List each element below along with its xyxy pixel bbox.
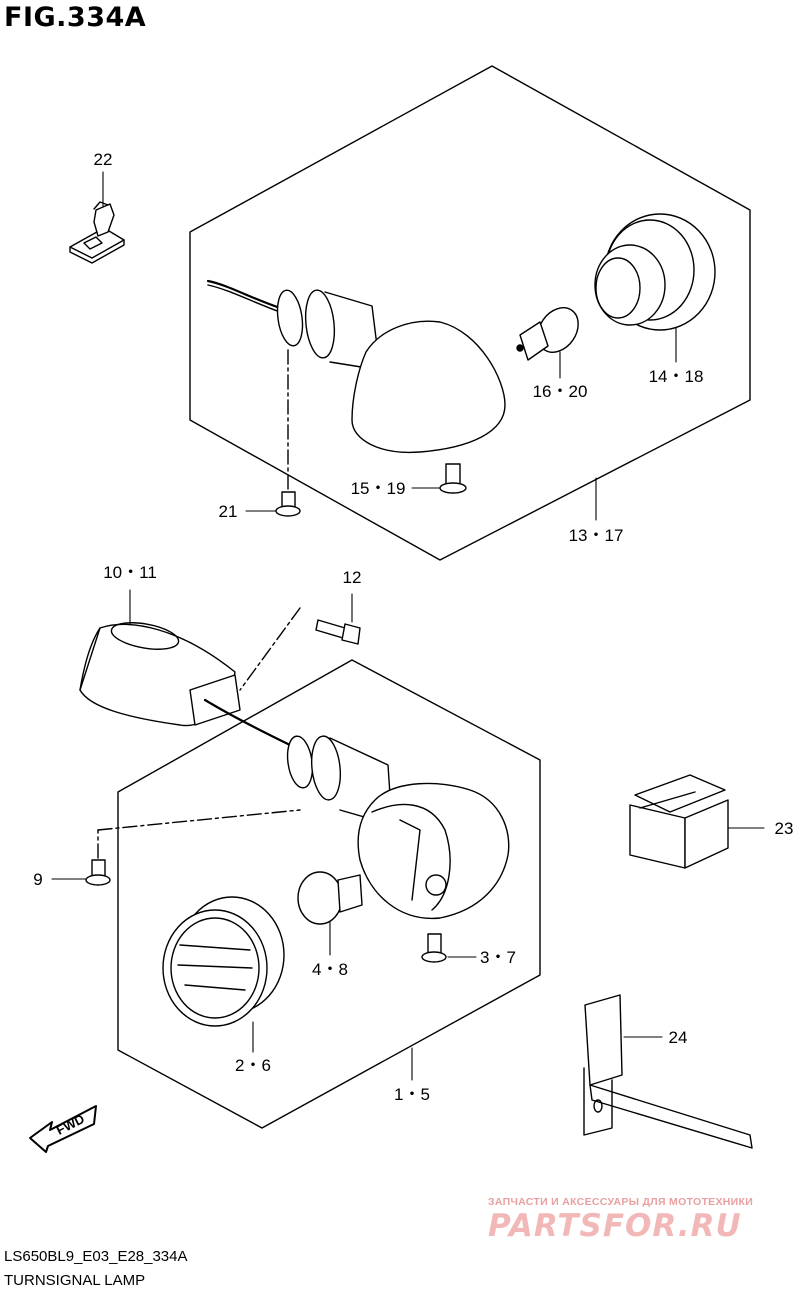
figure-name: TURNSIGNAL LAMP: [4, 1272, 146, 1289]
callout-10-11: 10・11: [103, 563, 157, 582]
model-code: LS650BL9_E03_E28_334A: [4, 1248, 188, 1265]
lower-assembly-frame: [117, 659, 541, 1129]
callout-16-20: 16・20: [533, 382, 588, 401]
part-21-screw: [275, 349, 301, 517]
callout-2-6: 2・6: [235, 1056, 271, 1075]
watermark-logo: PARTSFOR.RU: [488, 1208, 742, 1244]
figure-title: FIG.334A: [4, 2, 147, 33]
upper-assembly-frame: [189, 65, 751, 561]
part-14-18-lens: [594, 213, 716, 331]
part-2-6-lens: [162, 896, 285, 1027]
part-12-bolt: [239, 607, 361, 691]
part-24-bracket: [583, 994, 753, 1149]
part-10-11-bracket: [79, 622, 241, 727]
callout-23: 23: [775, 819, 794, 838]
watermark-subtitle: ЗАПЧАСТИ И АКСЕССУАРЫ ДЛЯ МОТОТЕХНИКИ: [488, 1196, 754, 1208]
part-3-7-screw: [421, 933, 447, 963]
callout-3-7: 3・7: [480, 948, 516, 967]
fwd-arrow: [29, 1105, 97, 1153]
part-23-relay: [629, 774, 729, 869]
part-4-8-bulb: [297, 871, 363, 925]
callout-14-18: 14・18: [649, 367, 704, 386]
callout-24: 24: [669, 1028, 688, 1047]
callout-15-19: 15・19: [351, 479, 406, 498]
callout-13-17: 13・17: [569, 526, 624, 545]
upper-turnsignal-housing: [206, 279, 506, 454]
part-16-20-bulb: [516, 307, 579, 361]
part-9-screw: [85, 809, 301, 886]
callout-12: 12: [343, 568, 362, 587]
callout-4-8: 4・8: [312, 960, 348, 979]
part-22-clamp: [69, 201, 125, 264]
callout-9: 9: [33, 870, 42, 889]
callout-21: 21: [219, 502, 238, 521]
lower-turnsignal-housing: [203, 698, 510, 920]
part-15-19-screw: [439, 463, 467, 494]
callout-22: 22: [94, 150, 113, 169]
callout-1-5: 1・5: [394, 1085, 430, 1104]
